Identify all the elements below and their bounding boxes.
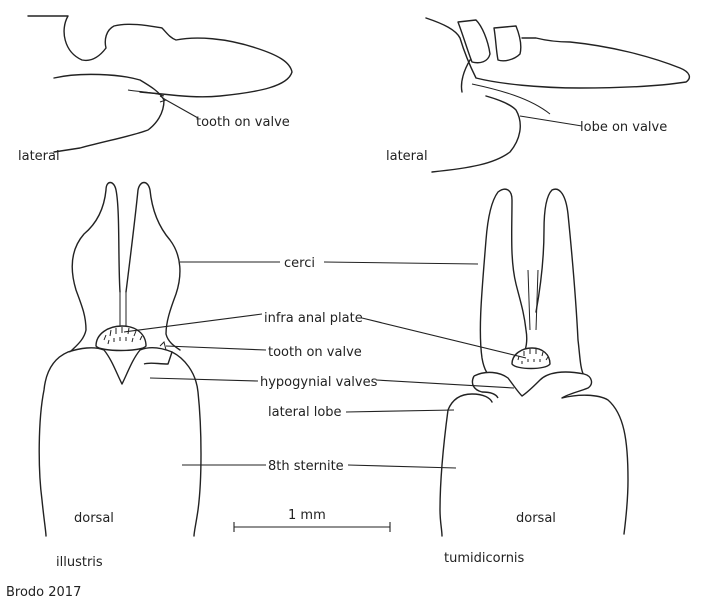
lateral-right-upper-outline xyxy=(426,18,689,88)
label-lateral-right: lateral xyxy=(386,149,428,164)
leader-lateral-lobe xyxy=(346,410,454,412)
leader-sternite-right xyxy=(348,465,456,468)
label-cerci: cerci xyxy=(284,256,315,271)
leader-cerci-right xyxy=(324,262,478,264)
dorsal-right-infra-anal-plate xyxy=(512,348,550,369)
lateral-left-lower-outline xyxy=(54,74,164,152)
label-credit: Brodo 2017 xyxy=(6,585,81,600)
dorsal-right-cercus-right xyxy=(536,189,584,376)
dorsal-right-cercus-inner-a xyxy=(528,270,530,330)
label-dorsal-left: dorsal xyxy=(74,511,114,526)
label-dorsal-right: dorsal xyxy=(516,511,556,526)
dorsal-view-illustris: dorsal xyxy=(39,183,280,537)
label-8th-sternite: 8th sternite xyxy=(268,459,344,474)
label-lateral-left: lateral xyxy=(18,149,60,164)
lateral-left-upper-outline xyxy=(28,16,292,97)
leader-tooth-lateral xyxy=(166,100,198,118)
label-infra-anal-plate: infra anal plate xyxy=(264,311,363,326)
leader-hypogynial-left xyxy=(150,378,258,381)
leader-tooth-dorsal xyxy=(166,346,266,350)
label-lateral-lobe: lateral lobe xyxy=(268,405,342,420)
label-hypogynial-valves: hypogynial valves xyxy=(260,375,378,390)
leader-infra-anal-right xyxy=(362,318,526,358)
label-tooth-on-valve-lateral: tooth on valve xyxy=(196,115,290,130)
lateral-view-tumidicornis: lobe on valve lateral xyxy=(386,18,689,172)
leader-hypogynial-right xyxy=(376,380,514,388)
label-lobe-on-valve: lobe on valve xyxy=(580,120,667,135)
leader-infra-anal-left xyxy=(124,314,262,332)
leader-lobe-lateral xyxy=(520,116,582,126)
lateral-right-segment-b xyxy=(494,26,521,61)
scale-bar: 1 mm xyxy=(234,508,390,532)
lateral-view-illustris: tooth on valve lateral xyxy=(18,16,292,164)
label-species-illustris: illustris xyxy=(56,555,103,570)
label-scale-bar: 1 mm xyxy=(288,508,326,523)
label-tooth-on-valve-dorsal: tooth on valve xyxy=(268,345,362,360)
lateral-right-lobe-line xyxy=(472,84,550,114)
dorsal-right-hypogynial-valves xyxy=(472,372,591,398)
dorsal-left-cercus-right xyxy=(126,183,180,351)
lateral-right-segment-a xyxy=(458,20,490,63)
label-species-tumidicornis: tumidicornis xyxy=(444,551,525,566)
dorsal-view-tumidicornis: dorsal xyxy=(324,189,628,536)
